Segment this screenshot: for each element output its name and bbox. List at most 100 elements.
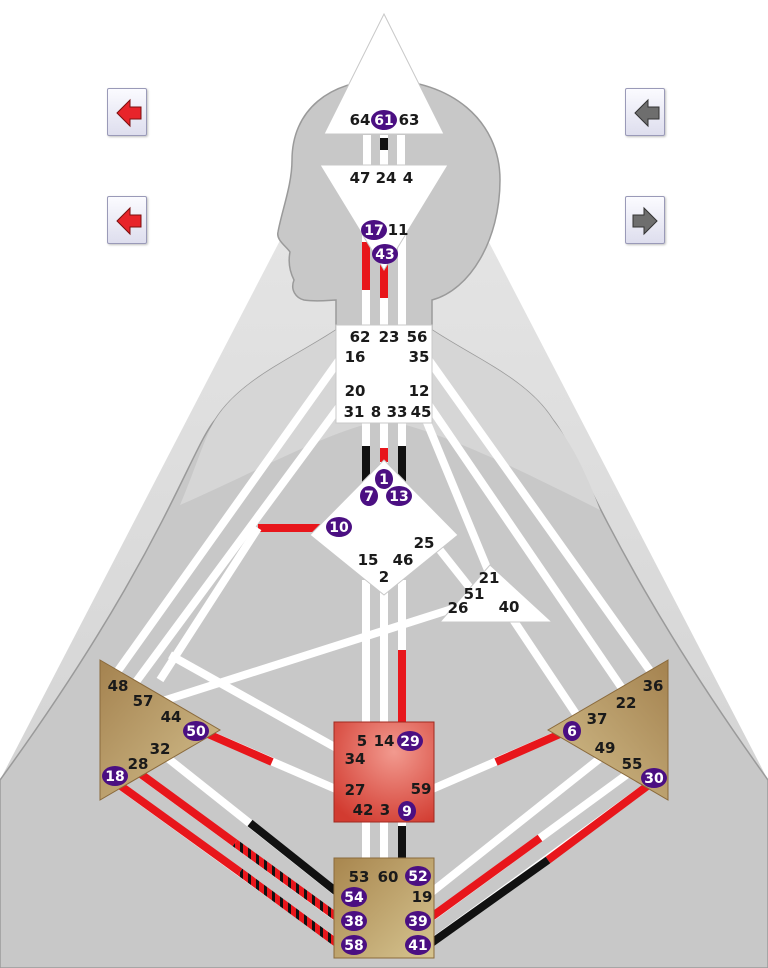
gate-1-badge: [375, 469, 393, 489]
gate-7: 7: [364, 489, 374, 505]
gate-13: 13: [389, 489, 408, 505]
channel-28-38-active: [135, 768, 238, 847]
gate-54-badge: [341, 887, 367, 907]
gate-62: 62: [350, 328, 371, 346]
gate-29-badge: [397, 731, 423, 751]
channel-6-59-active: [494, 730, 562, 766]
gate-29: 29: [400, 734, 419, 750]
channel-40-37: [506, 612, 584, 723]
channel-50-27-active: [206, 730, 274, 766]
channel-18-58-stripe: [237, 868, 341, 948]
channel-32-54-active: [247, 819, 341, 897]
gate-7-badge: [360, 486, 378, 506]
gate-9-badge: [398, 801, 416, 821]
gate-36: 36: [643, 677, 664, 695]
gate-21: 21: [479, 569, 500, 587]
gate-48: 48: [108, 677, 129, 695]
gate-30-badge: [641, 768, 667, 788]
gate-14: 14: [374, 732, 395, 750]
gate-25: 25: [414, 534, 435, 552]
gate-32: 32: [150, 740, 171, 758]
gate-52-badge: [405, 866, 431, 886]
channels: [106, 135, 662, 949]
gate-19: 19: [412, 888, 433, 906]
gate-9: 9: [402, 804, 412, 820]
gate-16: 16: [345, 348, 366, 366]
gate-35: 35: [409, 348, 430, 366]
gate-42: 42: [353, 801, 374, 819]
gate-58-badge: [341, 935, 367, 955]
gate-1: 1: [379, 472, 389, 488]
gate-45: 45: [411, 403, 432, 421]
gate-53: 53: [349, 868, 370, 886]
gate-33: 33: [387, 403, 408, 421]
gate-44: 44: [161, 708, 182, 726]
gate-37: 37: [587, 710, 608, 728]
gate-4: 4: [403, 169, 413, 187]
channel-55-39-active: [427, 834, 543, 922]
gate-63: 63: [399, 111, 420, 129]
gate-55: 55: [622, 755, 643, 773]
gate-38-badge: [341, 911, 367, 931]
gate-40: 40: [499, 598, 520, 616]
channel-12-22: [416, 389, 634, 703]
gate-54: 54: [344, 890, 364, 906]
channel-30-41-active: [545, 780, 653, 864]
channel-20-57: [126, 389, 354, 693]
prev-design-button[interactable]: [107, 88, 147, 136]
gate-3: 3: [380, 801, 390, 819]
channel-26-44: [148, 604, 457, 709]
channel-16-48: [106, 353, 346, 685]
gate-20: 20: [345, 382, 366, 400]
g-center: [309, 459, 459, 596]
gate-31: 31: [344, 403, 365, 421]
prev-gray-button[interactable]: [625, 88, 665, 136]
gate-6: 6: [567, 724, 577, 740]
prev-personality-button[interactable]: [107, 196, 147, 244]
gate-56: 56: [407, 328, 428, 346]
gate-17: 17: [364, 223, 383, 239]
gate-34: 34: [345, 750, 366, 768]
gate-50-badge: [183, 721, 209, 741]
channel-30-41-black: [427, 856, 551, 948]
gate-18-badge: [102, 766, 128, 786]
arrow-left-icon: [116, 206, 142, 236]
gate-23: 23: [379, 328, 400, 346]
gate-50: 50: [186, 724, 206, 740]
gate-59: 59: [411, 780, 432, 798]
gate-28: 28: [128, 755, 149, 773]
gate-39-badge: [405, 911, 431, 931]
arrow-left-icon: [634, 98, 660, 128]
gate-11: 11: [388, 221, 409, 239]
gate-46: 46: [393, 551, 414, 569]
gate-26: 26: [448, 599, 469, 617]
gate-30: 30: [644, 771, 664, 787]
gate-47: 47: [350, 169, 371, 187]
throat-center: [335, 324, 433, 424]
next-gray-button[interactable]: [625, 196, 665, 244]
gate-24: 24: [376, 169, 397, 187]
channel-28-38-stripe: [232, 839, 341, 922]
gate-64: 64: [350, 111, 371, 129]
gate-41-badge: [405, 935, 431, 955]
gate-18: 18: [105, 769, 124, 785]
gate-15: 15: [358, 551, 379, 569]
gate-17-badge: [361, 220, 387, 240]
channel-35-36: [422, 353, 662, 685]
gate-51: 51: [464, 585, 485, 603]
spleen-center: [99, 659, 221, 801]
gate-39: 39: [408, 914, 427, 930]
gate-13-badge: [386, 486, 412, 506]
gate-57: 57: [133, 692, 154, 710]
gate-41: 41: [408, 938, 427, 954]
gate-27: 27: [345, 781, 366, 799]
channel-57-34: [168, 651, 342, 754]
gate-22: 22: [616, 694, 637, 712]
gate-2: 2: [379, 568, 389, 586]
gate-10-badge: [326, 517, 352, 537]
gate-8: 8: [371, 403, 381, 421]
head-center: [323, 12, 445, 135]
gate-12: 12: [409, 382, 430, 400]
